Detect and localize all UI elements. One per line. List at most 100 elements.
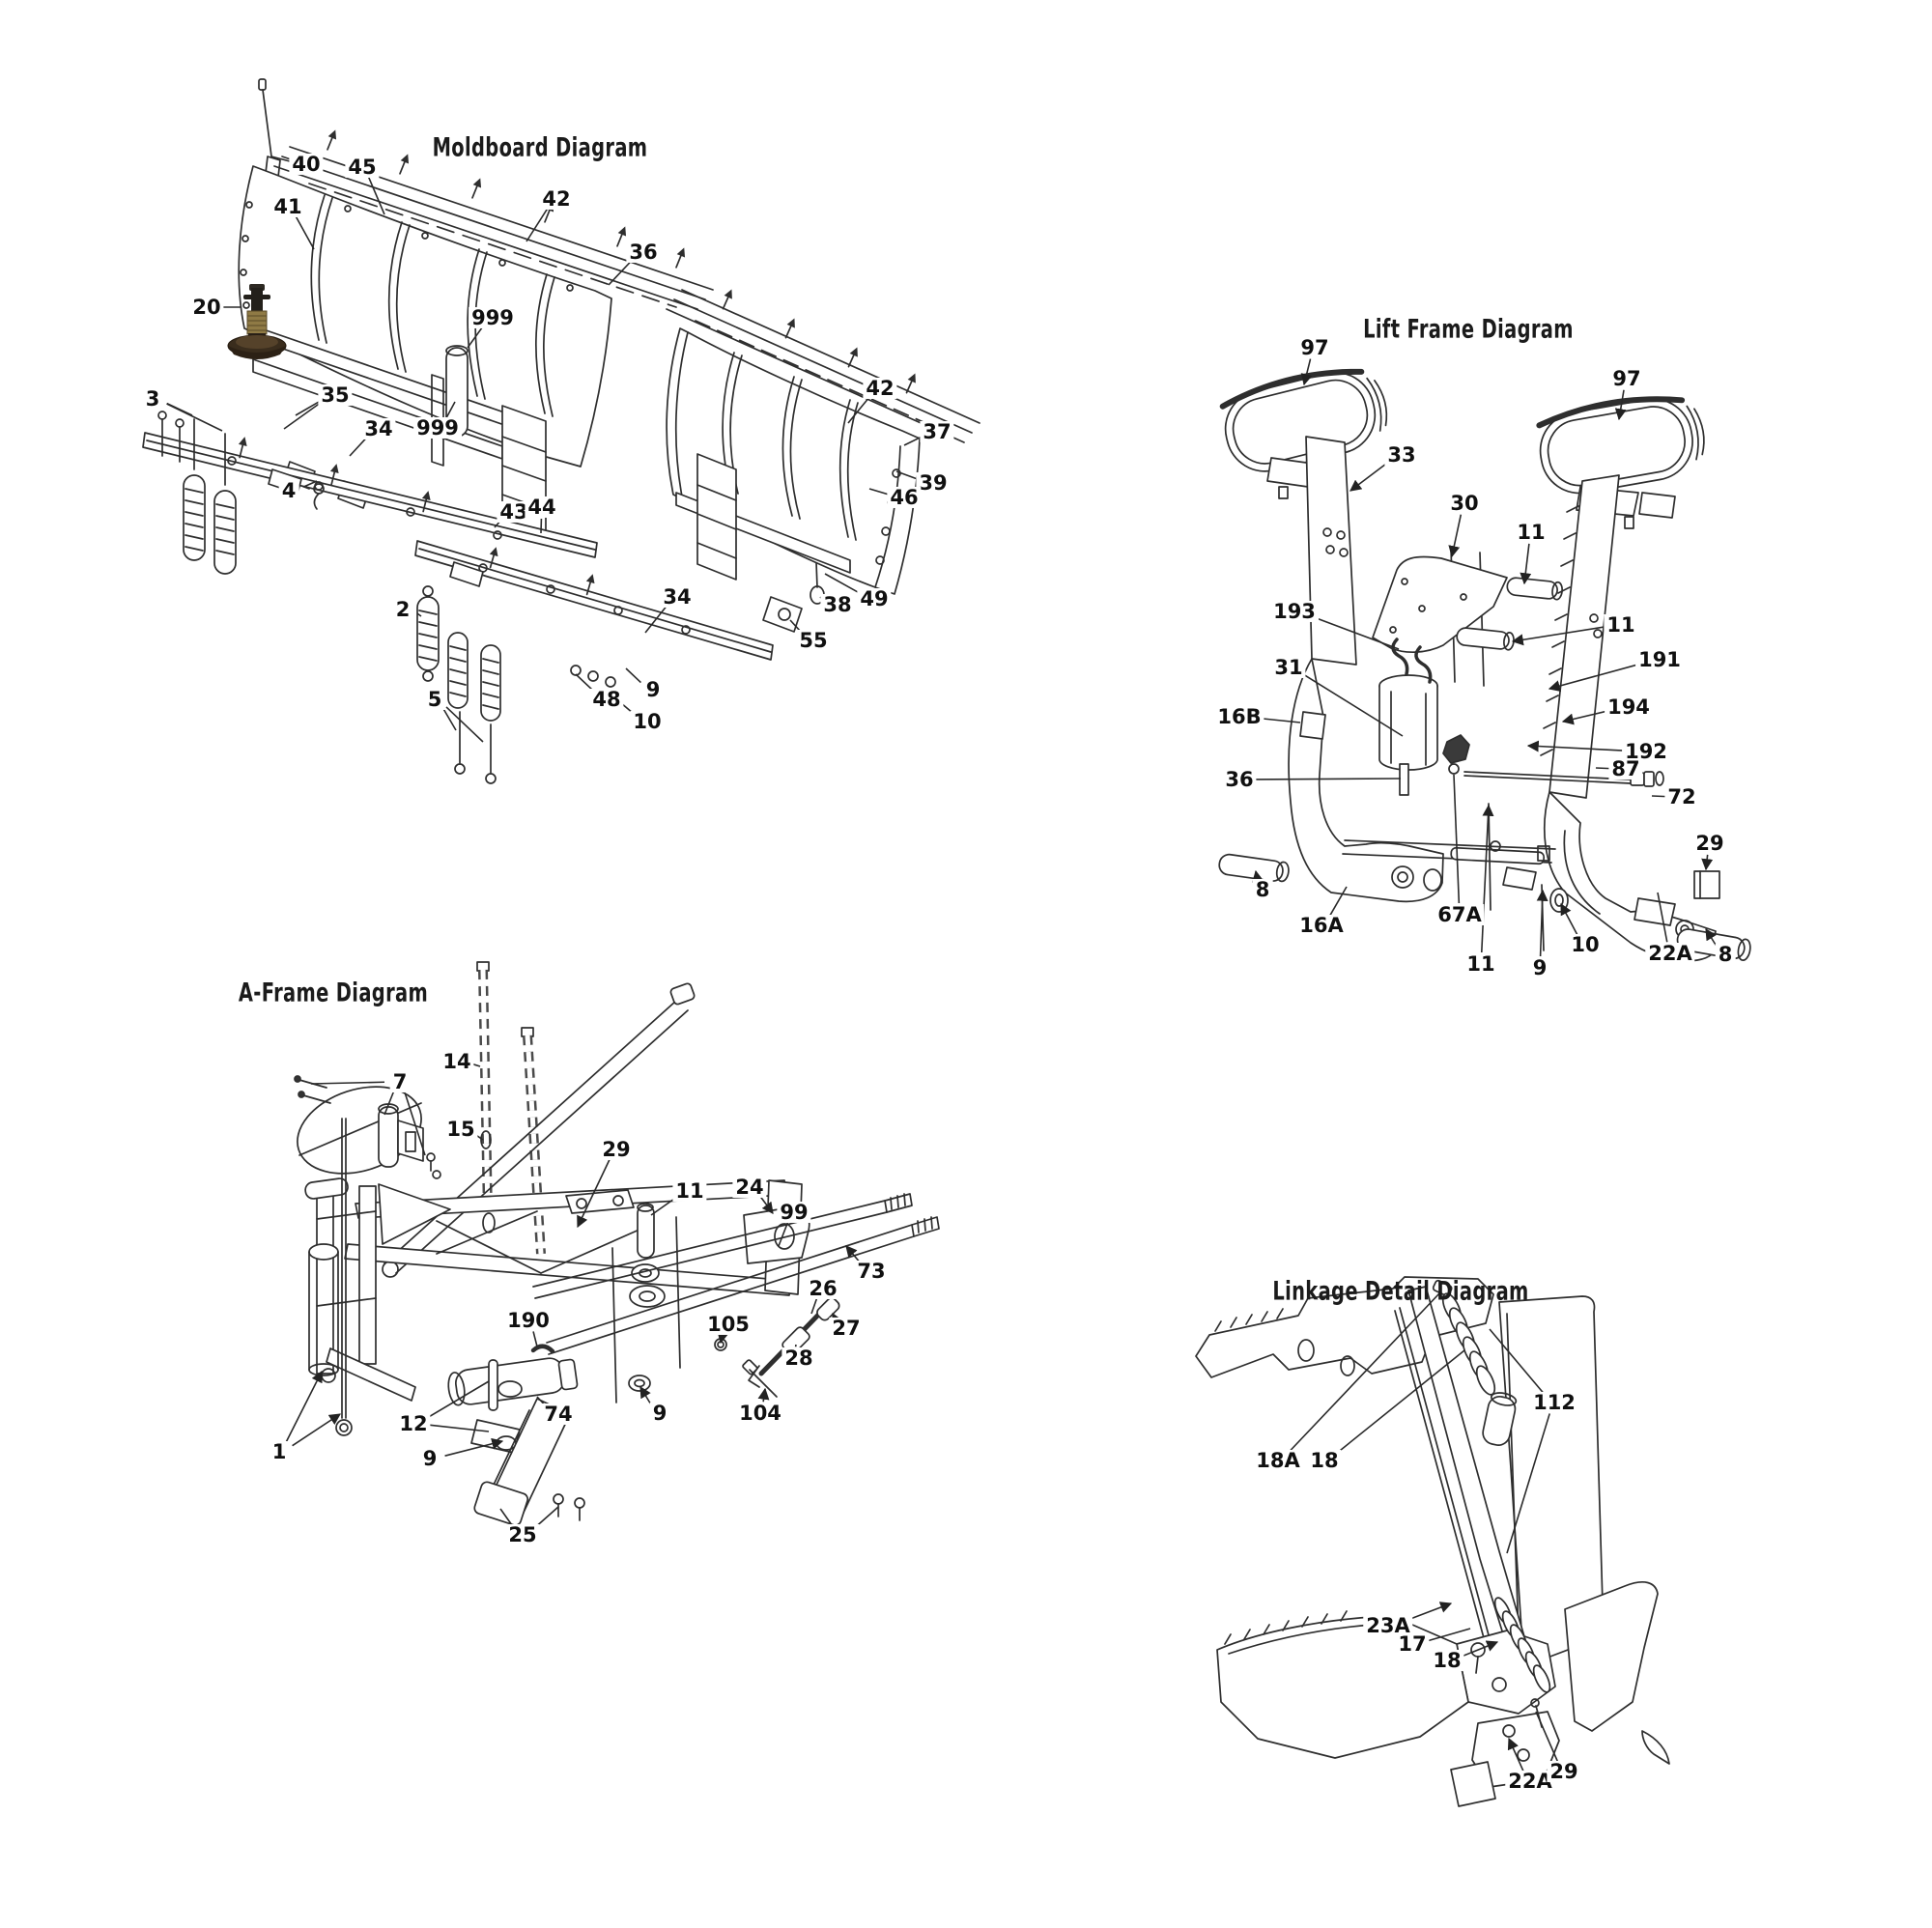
callout-lift-frame-67A: 67A	[1435, 904, 1485, 925]
callout-a-frame-27: 27	[829, 1318, 864, 1339]
leader-line-29	[1701, 854, 1714, 871]
leader-line-11	[1520, 543, 1532, 585]
callout-moldboard-40: 40	[289, 154, 324, 175]
callout-a-frame-26: 26	[806, 1278, 840, 1299]
callout-lift-frame-191: 191	[1635, 649, 1684, 670]
callout-lift-frame-29: 29	[1692, 833, 1727, 854]
leader-line-22A	[1507, 1737, 1524, 1772]
leader-line-18	[1461, 1640, 1499, 1658]
leader-line-191	[1548, 662, 1645, 692]
leader-line-34	[644, 605, 668, 634]
leader-line-49	[824, 573, 862, 595]
leader-line-999	[445, 401, 456, 419]
lift-frame-title: Lift Frame Diagram	[1363, 314, 1574, 345]
leader-line-11	[650, 1196, 677, 1216]
leader-line-40	[270, 156, 292, 163]
leader-line-11	[1480, 804, 1494, 953]
leader-line-1	[292, 1413, 342, 1447]
leader-line-112	[1506, 1413, 1550, 1554]
leader-line-11	[1511, 626, 1606, 646]
callout-linkage-22A: 22A	[1505, 1771, 1555, 1792]
callout-linkage-17: 17	[1395, 1633, 1430, 1655]
leader-line-41	[295, 215, 315, 250]
callout-lift-frame-33: 33	[1384, 444, 1419, 466]
leader-line-29	[577, 1159, 611, 1229]
leader-line-18	[1336, 1349, 1465, 1455]
callout-a-frame-11: 11	[672, 1180, 707, 1202]
leader-line-99	[778, 1222, 789, 1247]
callout-a-frame-74: 74	[541, 1403, 576, 1425]
callout-linkage-18A: 18A	[1253, 1450, 1303, 1471]
callout-a-frame-15: 15	[443, 1119, 478, 1140]
leader-line-35	[283, 400, 324, 430]
callout-lift-frame-97: 97	[1609, 368, 1644, 389]
leader-line-97	[1614, 389, 1627, 421]
callout-moldboard-43: 43	[497, 501, 531, 523]
leader-line-9	[1536, 889, 1548, 957]
callout-a-frame-9: 9	[419, 1448, 440, 1469]
leader-line-26	[810, 1298, 818, 1315]
leader-line-25	[499, 1508, 514, 1527]
valve-stem-photo	[227, 284, 287, 359]
callout-a-frame-28: 28	[781, 1347, 816, 1369]
leader-line-37	[903, 435, 923, 446]
linkage-illustration	[1195, 1276, 1670, 1807]
callout-a-frame-190: 190	[504, 1310, 553, 1331]
callout-lift-frame-22A: 22A	[1645, 943, 1695, 964]
leader-line-999	[467, 326, 484, 349]
callout-a-frame-12: 12	[396, 1413, 431, 1434]
callout-a-frame-99: 99	[777, 1202, 811, 1223]
leader-line-8	[1705, 927, 1717, 946]
callout-moldboard-20: 20	[189, 297, 224, 318]
leader-line-1	[285, 1370, 323, 1442]
callout-lift-frame-193: 193	[1270, 601, 1319, 622]
callout-lift-frame-36: 36	[1222, 769, 1257, 790]
callout-moldboard-2: 2	[392, 599, 413, 620]
callout-moldboard-44: 44	[525, 496, 559, 518]
callout-lift-frame-8: 8	[1715, 944, 1736, 965]
callout-linkage-18: 18	[1307, 1450, 1342, 1471]
leader-line-24	[758, 1195, 774, 1214]
callout-moldboard-3: 3	[142, 388, 163, 410]
a-frame-illustration	[294, 961, 940, 1526]
callout-moldboard-10: 10	[630, 711, 665, 732]
leader-line-35	[295, 399, 323, 416]
callout-lift-frame-30: 30	[1447, 493, 1482, 514]
callout-moldboard-35: 35	[318, 384, 353, 406]
callout-moldboard-48: 48	[589, 689, 624, 710]
leader-line-45	[368, 177, 385, 215]
callout-moldboard-5: 5	[424, 689, 445, 710]
leader-line-97	[1300, 358, 1313, 386]
leader-line-9	[444, 1437, 504, 1457]
callout-a-frame-25: 25	[505, 1524, 540, 1545]
callout-moldboard-38: 38	[820, 594, 855, 615]
leader-line-87	[1595, 767, 1611, 770]
leader-line-7	[310, 1081, 385, 1085]
callout-moldboard-46: 46	[887, 487, 922, 508]
leader-line-8	[1252, 869, 1264, 883]
leader-line-9	[625, 667, 641, 684]
leader-line-12	[426, 1380, 490, 1419]
leader-line-22A	[1657, 892, 1668, 943]
leader-line-31	[1301, 672, 1404, 737]
callout-linkage-29: 29	[1547, 1761, 1581, 1782]
callout-moldboard-4: 4	[278, 480, 299, 501]
callout-a-frame-7: 7	[389, 1071, 411, 1092]
callout-a-frame-9: 9	[649, 1403, 670, 1424]
callout-a-frame-105: 105	[704, 1314, 753, 1335]
leader-line-5	[445, 706, 484, 743]
leader-line-7	[384, 1092, 394, 1116]
moldboard-title: Moldboard Diagram	[432, 132, 648, 163]
leader-line-190	[532, 1331, 538, 1347]
callout-a-frame-14: 14	[440, 1051, 474, 1072]
callout-a-frame-104: 104	[736, 1403, 784, 1424]
leader-line-46	[868, 488, 890, 496]
leader-line-17	[1427, 1628, 1471, 1642]
callout-lift-frame-16A: 16A	[1296, 915, 1347, 936]
callout-linkage-112: 112	[1530, 1392, 1578, 1413]
callout-lift-frame-87: 87	[1608, 758, 1643, 780]
lift-frame-illustration	[1218, 368, 1751, 962]
callout-moldboard-49: 49	[857, 588, 892, 610]
callout-lift-frame-11: 11	[1463, 953, 1498, 975]
